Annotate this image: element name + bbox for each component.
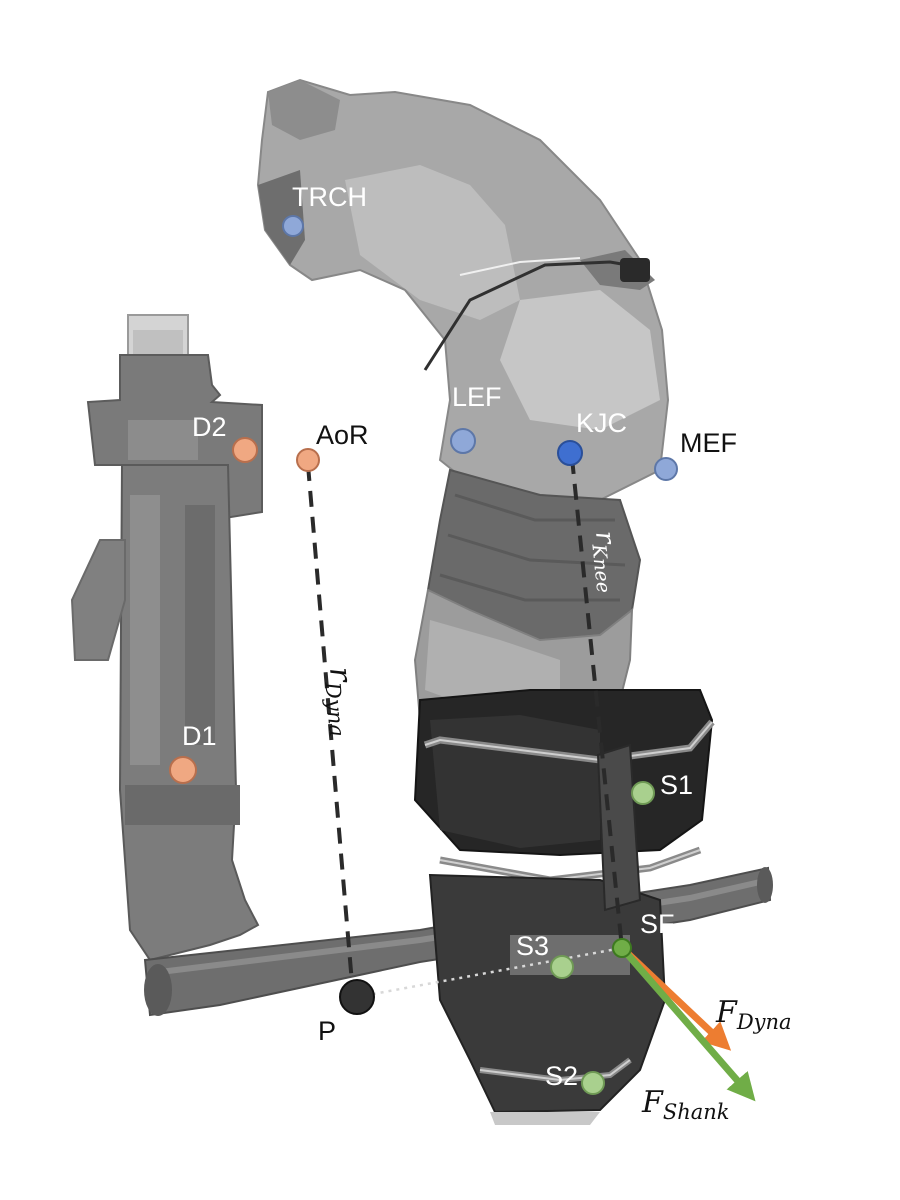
kjc-marker: [557, 440, 583, 466]
r-knee-label: rKnee: [586, 530, 625, 594]
mef-label: MEF: [680, 428, 737, 458]
r-knee-subscript: Knee: [587, 542, 614, 594]
f-dyna-subscript: Dyna: [736, 1010, 792, 1034]
kjc-label: KJC: [576, 408, 627, 438]
f-shank-symbol: F: [641, 1085, 664, 1120]
sf-marker: [612, 938, 632, 958]
force-shank-arrow: [619, 945, 756, 1102]
p-label: P: [318, 1016, 336, 1046]
f-shank-subscript: Shank: [663, 1100, 730, 1124]
trch-label: TRCH: [292, 182, 367, 212]
d1-marker: [169, 756, 197, 784]
r-dyna-label: rDyna: [319, 666, 363, 738]
r-knee-symbol: r: [589, 530, 620, 547]
pivot-to-sf-line: [356, 946, 623, 999]
s1-marker: [631, 781, 655, 805]
trch-marker: [282, 215, 304, 237]
shank-brace: [413, 689, 715, 1125]
s1-label: S1: [660, 770, 693, 800]
r-dyna-subscript: Dyna: [320, 680, 349, 738]
dyna-moment-arm-line: [306, 464, 355, 996]
f-dyna-symbol: F: [715, 995, 738, 1030]
mef-marker: [654, 457, 678, 481]
s2-label: S2: [545, 1061, 578, 1091]
s2-marker: [581, 1071, 605, 1095]
aor-label: AoR: [316, 420, 369, 450]
pivot-point-marker: [339, 979, 375, 1015]
sf-label: SF: [640, 909, 675, 939]
r-dyna-symbol: r: [322, 666, 358, 685]
d1-label: D1: [182, 721, 217, 751]
d2-label: D2: [192, 412, 227, 442]
s3-marker: [550, 955, 574, 979]
lef-label: LEF: [452, 382, 502, 412]
s3-label: S3: [516, 931, 549, 961]
f-dyna-label: FDyna: [715, 995, 792, 1034]
d2-marker: [232, 437, 258, 463]
markers: [169, 215, 678, 1095]
knee-moment-arm-line: [570, 457, 624, 949]
f-shank-label: FShank: [641, 1085, 730, 1124]
aor-marker: [296, 448, 320, 472]
lef-marker: [450, 428, 476, 454]
